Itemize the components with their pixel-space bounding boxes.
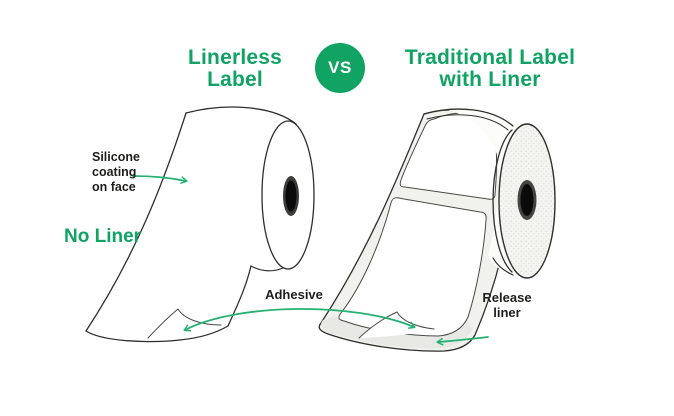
silicone-coating-label: Silicone coating on face (92, 150, 140, 194)
adhesive-label: Adhesive (265, 287, 323, 302)
linerless-strip (85, 113, 259, 342)
release-liner-label: Release liner (482, 290, 532, 320)
traditional-title: Traditional Label with Liner (404, 46, 576, 91)
exposed-liner (321, 316, 472, 349)
vs-badge-icon: VS (315, 43, 365, 93)
vs-label: VS (328, 58, 352, 77)
release-liner-arrow (436, 336, 489, 346)
linerless-title: Linerless Label (187, 46, 282, 91)
adhesive-double-arrow (183, 308, 416, 332)
silicone-arrow (132, 175, 188, 184)
traditional-roll (318, 108, 556, 352)
no-liner-label: No Liner (64, 226, 142, 247)
linerless-roll (85, 106, 315, 343)
